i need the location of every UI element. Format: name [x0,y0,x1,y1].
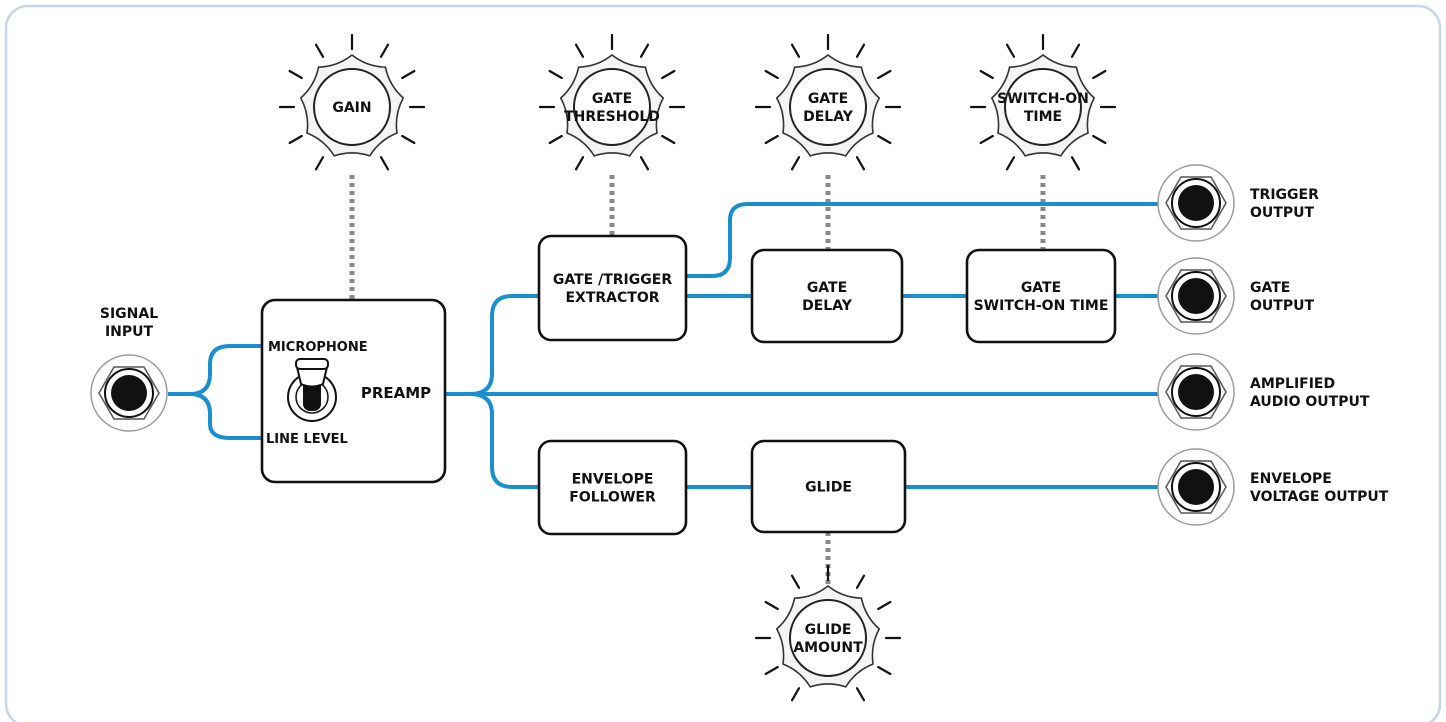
preamp-block: MICROPHONE LINE LEVEL PREAMP [260,298,447,484]
switch-on-time-knob-label-line-1: SWITCH-ON [997,91,1089,107]
preamp-label: PREAMP [361,384,431,402]
switch-position-microphone: MICROPHONE [268,340,368,355]
gate-delay-knob-label-line-1: GATE [808,91,848,107]
gate-switch-on-time-label-line-1: GATE [1021,280,1061,296]
input-level-toggle-switch[interactable] [287,358,337,422]
gate-threshold-knob[interactable]: GATE THRESHOLD [538,33,686,171]
glide-amount-knob-label-line-2: AMOUNT [793,640,863,656]
gate-delay-knob-label-line-2: DELAY [803,109,854,125]
signal-input-jack[interactable] [90,354,168,432]
gate-output-jack[interactable] [1157,257,1235,335]
jacks: SIGNAL INPUT TRIGGER OUTPUT GATE OUTPUT AMPLIF… [90,164,1389,526]
gain-knob[interactable]: GAIN [278,33,426,171]
gate-trigger-extractor-block: GATE /TRIGGER EXTRACTOR [537,234,688,342]
signal-input-label-line-1: SIGNAL [100,306,158,322]
trigger-output-jack[interactable] [1157,164,1235,242]
gate-threshold-knob-label-line-1: GATE [592,91,632,107]
signal-wires [168,202,1158,489]
gate-delay-label-line-2: DELAY [802,298,853,314]
envelope-follower-label-line-1: ENVELOPE [572,471,654,487]
envelope-voltage-output-jack[interactable] [1157,448,1235,526]
glide-label-line-1: GLIDE [805,480,852,496]
envelope-voltage-output-label-line-1: ENVELOPE [1250,471,1332,487]
knobs: GAIN GATE THRESHOLD GATE DELAY SWITCH-ON TIME G… [278,33,1117,702]
gate-delay-knob[interactable]: GATE DELAY [754,33,902,171]
switch-on-time-knob-label-line-2: TIME [1024,109,1062,125]
amplified-audio-output-label-line-1: AMPLIFIED [1250,376,1335,392]
gain-knob-label-line-1: GAIN [332,100,371,116]
gate-delay-label-line-1: GATE [807,280,847,296]
gate-output-label-line-2: OUTPUT [1250,298,1314,314]
gate-threshold-knob-label-line-2: THRESHOLD [564,109,660,125]
diagram-frame [4,4,1442,722]
switch-position-line-level: LINE LEVEL [266,432,348,447]
envelope-voltage-output-label-line-2: VOLTAGE OUTPUT [1250,489,1389,505]
gate-switch-on-time-block: GATE SWITCH-ON TIME [965,248,1117,344]
gate-delay-block: GATE DELAY [750,248,904,344]
switch-on-time-knob[interactable]: SWITCH-ON TIME [969,33,1117,171]
parameter-links [349,175,1046,585]
amplified-audio-output-jack[interactable] [1157,353,1235,431]
gate-trigger-extractor-label-line-1: GATE /TRIGGER [553,272,672,288]
glide-amount-knob-label-line-1: GLIDE [805,622,852,638]
amplified-audio-output-label-line-2: AUDIO OUTPUT [1250,394,1370,410]
trigger-output-label-line-2: OUTPUT [1250,205,1314,221]
gate-output-label-line-1: GATE [1250,280,1290,296]
envelope-follower-label-line-2: FOLLOWER [569,490,656,506]
signal-input-label-line-2: INPUT [105,324,154,340]
gate-trigger-extractor-label-line-2: EXTRACTOR [565,290,659,306]
processing-blocks: GATE /TRIGGER EXTRACTOR GATE DELAY GATE SWITC… [537,234,1117,536]
gate-switch-on-time-label-line-2: SWITCH-ON TIME [974,298,1109,314]
envelope-follower-block: ENVELOPE FOLLOWER [537,439,688,536]
glide-block: GLIDE [750,439,907,534]
glide-amount-knob[interactable]: GLIDE AMOUNT [754,564,902,702]
trigger-output-label-line-1: TRIGGER [1250,187,1319,203]
